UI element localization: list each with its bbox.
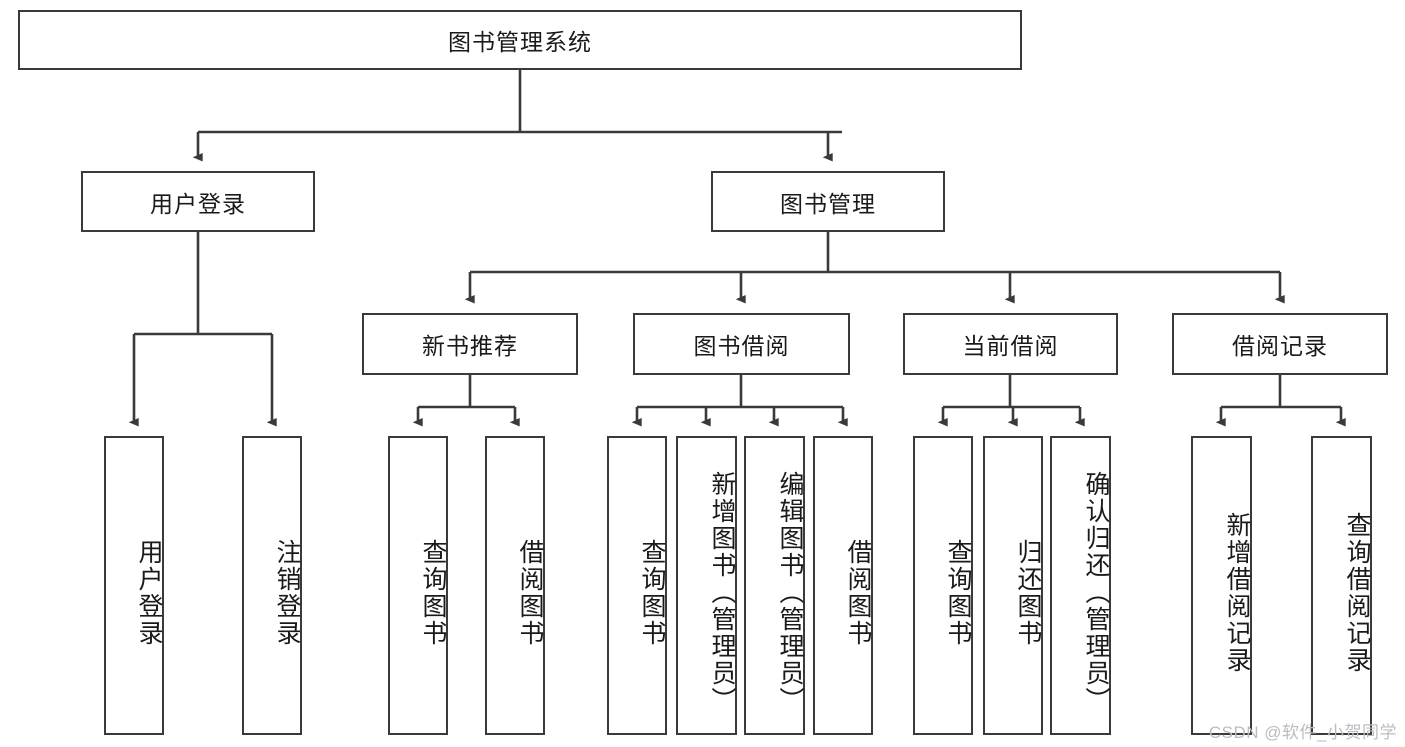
node-leaf-add-record-label: 新增借阅记录 <box>1223 511 1251 674</box>
node-leaf-query-book-1[interactable]: 查询图书 <box>388 436 448 735</box>
node-borrow-record[interactable]: 借阅记录 <box>1172 313 1388 375</box>
node-leaf-query-record-label: 查询借阅记录 <box>1343 511 1371 674</box>
node-leaf-query-book-2-label: 查询图书 <box>638 538 666 647</box>
node-leaf-borrow-book-2-label: 借阅图书 <box>844 538 872 647</box>
node-leaf-add-book[interactable]: 新增图书（管理员） <box>676 436 737 735</box>
node-leaf-user-login-label: 用户登录 <box>135 538 163 647</box>
node-leaf-borrow-book-2[interactable]: 借阅图书 <box>813 436 873 735</box>
node-leaf-borrow-book-1[interactable]: 借阅图书 <box>485 436 545 735</box>
node-book-borrow-label: 图书借阅 <box>693 333 790 359</box>
node-book-manage-label: 图书管理 <box>780 190 876 217</box>
node-leaf-borrow-book-1-label: 借阅图书 <box>516 538 544 647</box>
node-leaf-logout[interactable]: 注销登录 <box>242 436 302 735</box>
node-leaf-edit-book-label: 编辑图书（管理员） <box>776 471 804 714</box>
node-leaf-confirm-return-label: 确认归还（管理员） <box>1082 471 1110 714</box>
node-leaf-logout-label: 注销登录 <box>273 538 301 647</box>
node-leaf-query-book-1-label: 查询图书 <box>419 538 447 647</box>
node-leaf-query-book-3-label: 查询图书 <box>944 538 972 647</box>
csdn-watermark: CSDN @软件_小贺同学 <box>1208 723 1397 742</box>
node-user-login[interactable]: 用户登录 <box>81 171 315 232</box>
node-leaf-return-book[interactable]: 归还图书 <box>983 436 1043 735</box>
node-root[interactable]: 图书管理系统 <box>18 10 1022 70</box>
node-leaf-return-book-label: 归还图书 <box>1014 538 1042 647</box>
node-current-borrow-label: 当前借阅 <box>962 333 1059 359</box>
node-book-manage[interactable]: 图书管理 <box>711 171 945 232</box>
node-leaf-confirm-return[interactable]: 确认归还（管理员） <box>1050 436 1111 735</box>
node-current-borrow[interactable]: 当前借阅 <box>903 313 1118 375</box>
node-root-label: 图书管理系统 <box>448 29 592 55</box>
node-leaf-query-book-2[interactable]: 查询图书 <box>607 436 667 735</box>
node-leaf-edit-book[interactable]: 编辑图书（管理员） <box>744 436 805 735</box>
node-leaf-add-record[interactable]: 新增借阅记录 <box>1191 436 1252 735</box>
node-leaf-user-login[interactable]: 用户登录 <box>104 436 164 735</box>
node-new-book-recommend[interactable]: 新书推荐 <box>362 313 578 375</box>
node-borrow-record-label: 借阅记录 <box>1232 333 1328 359</box>
node-new-book-recommend-label: 新书推荐 <box>422 333 518 359</box>
node-user-login-label: 用户登录 <box>150 190 246 217</box>
node-book-borrow[interactable]: 图书借阅 <box>633 313 850 375</box>
node-leaf-add-book-label: 新增图书（管理员） <box>708 471 736 714</box>
node-leaf-query-record[interactable]: 查询借阅记录 <box>1311 436 1372 735</box>
node-leaf-query-book-3[interactable]: 查询图书 <box>913 436 973 735</box>
